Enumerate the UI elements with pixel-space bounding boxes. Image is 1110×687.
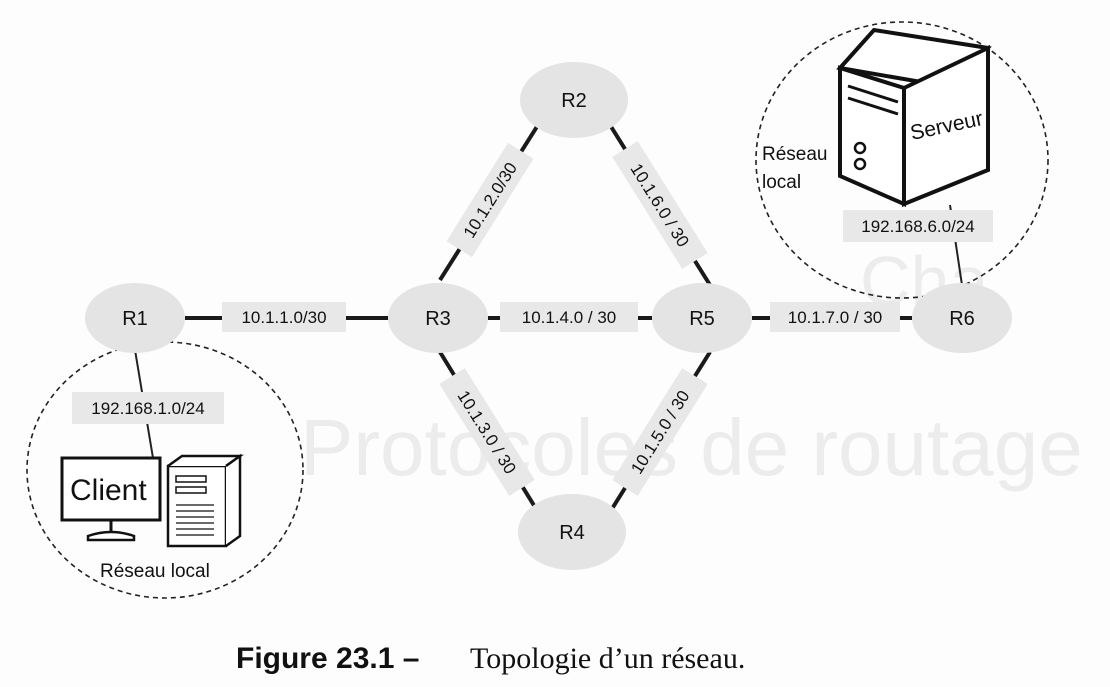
lan-right-network-label-line1: Réseau (762, 144, 828, 165)
router-r5: R5 (652, 283, 752, 353)
background-bleed-text: Cha Protocoles de routage (300, 242, 1083, 492)
routers: R1 R2 R3 R4 R5 R6 (85, 62, 1012, 570)
router-r1: R1 (85, 283, 185, 353)
router-r4-label: R4 (559, 522, 585, 544)
lan-right-subnet-label: 192.168.6.0/24 (861, 217, 974, 236)
svg-text:Protocoles de routage: Protocoles de routage (300, 403, 1083, 492)
lan-left-network-label: Réseau local (100, 561, 210, 582)
lan-left-boundary (26, 341, 304, 599)
router-r2: R2 (520, 62, 628, 138)
router-r4: R4 (518, 494, 626, 570)
server-icon (836, 27, 992, 208)
lan-left-subnet: 192.168.1.0/24 (72, 392, 224, 424)
link-label-r3-r5: 10.1.4.0 / 30 (522, 308, 617, 327)
router-r5-label: R5 (689, 308, 715, 330)
caption-number: Figure 23.1 – (236, 642, 419, 675)
router-r1-label: R1 (122, 308, 148, 330)
lan-right-network-label-line2: local (762, 172, 801, 193)
caption-text: Topologie d’un réseau. (470, 642, 745, 675)
router-r3-label: R3 (425, 308, 451, 330)
lan-right-boundary (755, 21, 1049, 299)
client-computer-icon (60, 453, 244, 548)
router-r3: R3 (388, 283, 488, 353)
link-label-r2-r5: 10.1.6.0 / 30 (626, 160, 692, 250)
lan-right-subnet: 192.168.6.0/24 (843, 210, 993, 242)
router-r6: R6 (912, 283, 1012, 353)
client-label: Client (70, 474, 147, 507)
figure-caption: Figure 23.1 – Topologie d’un réseau. (236, 642, 745, 675)
lan-left-subnet-label: 192.168.1.0/24 (91, 399, 204, 418)
router-r6-label: R6 (949, 308, 975, 330)
link-label-r1-r3: 10.1.1.0/30 (241, 308, 326, 327)
router-r2-label: R2 (561, 90, 587, 112)
link-label-r5-r6: 10.1.7.0 / 30 (788, 308, 883, 327)
